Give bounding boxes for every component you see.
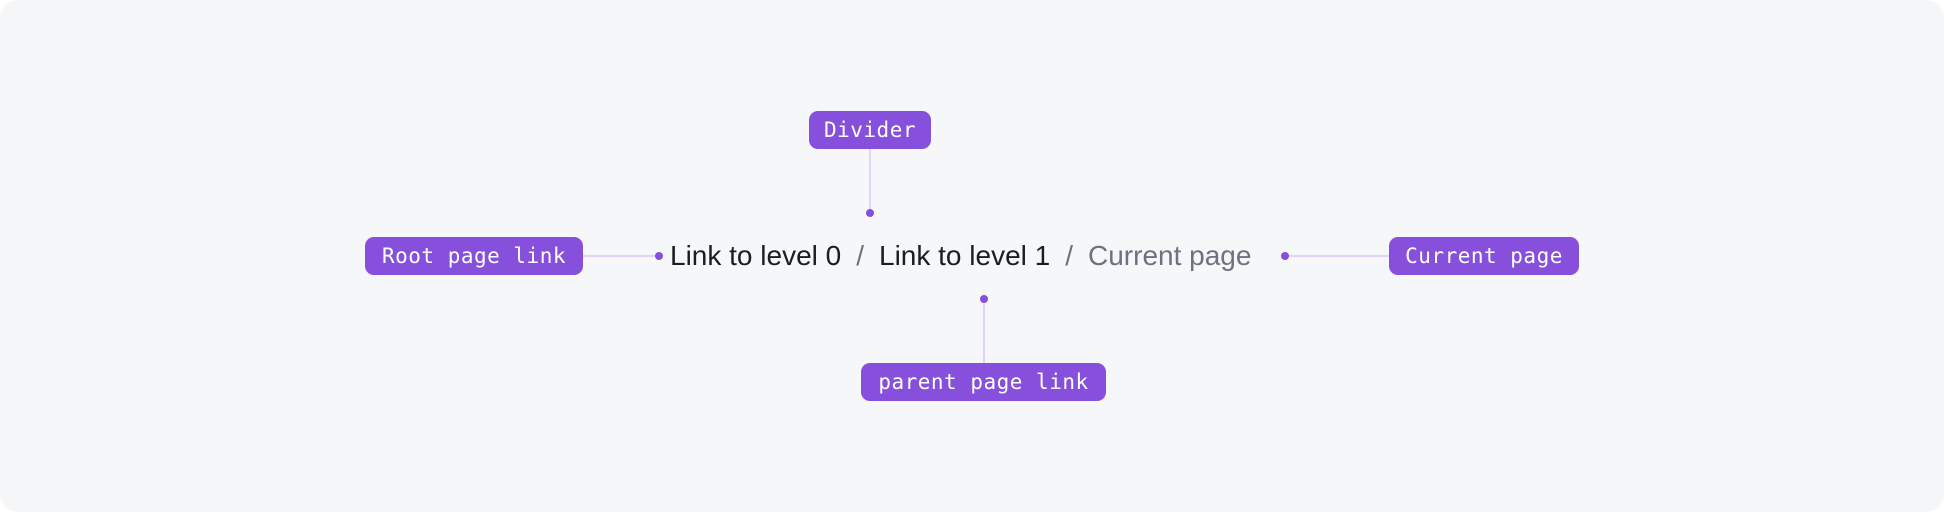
root-link-connector: [582, 255, 662, 257]
parent-link-anchor-dot: [980, 295, 988, 303]
breadcrumb-current-page: Current page: [1088, 240, 1252, 271]
divider-annotation-tag: Divider: [809, 111, 931, 149]
root-link-anchor-dot: [655, 252, 663, 260]
breadcrumb-link-level-1[interactable]: Link to level 1: [879, 240, 1051, 271]
current-page-annotation-tag: Current page: [1389, 237, 1579, 275]
current-page-connector: [1288, 255, 1390, 257]
divider-anchor-dot: [866, 209, 874, 217]
parent-link-connector: [983, 300, 985, 366]
breadcrumb: Link to level 0 / Link to level 1 / Curr…: [670, 236, 1251, 276]
breadcrumb-divider: /: [1065, 240, 1073, 271]
root-page-link-annotation-tag: Root page link: [365, 237, 583, 275]
breadcrumb-divider: /: [856, 240, 864, 271]
current-page-anchor-dot: [1281, 252, 1289, 260]
divider-connector: [869, 148, 871, 214]
breadcrumb-link-level-0[interactable]: Link to level 0: [670, 240, 842, 271]
parent-page-link-annotation-tag: parent page link: [861, 363, 1106, 401]
